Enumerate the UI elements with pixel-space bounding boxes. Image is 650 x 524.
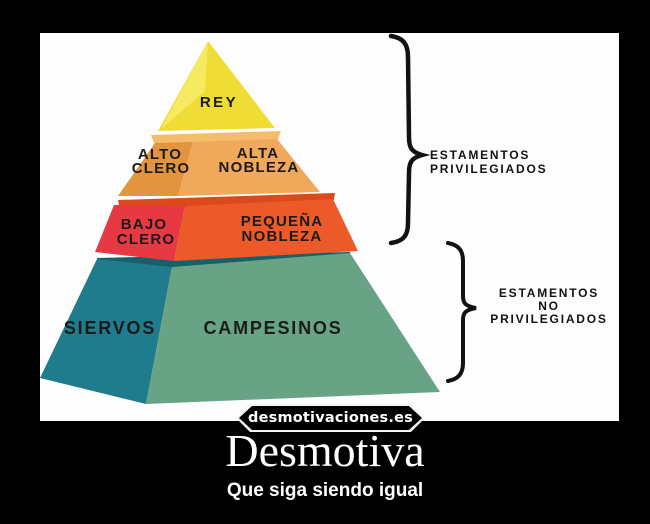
tier4-front-face: [146, 253, 440, 404]
watermark-ribbon: desmotivaciones.es: [239, 406, 422, 430]
tier2-side-label-line2: CLERO: [132, 160, 191, 177]
estates-pyramid-diagram: REY ALTO CLERO ALTA NOBLEZA BAJO CLERO P…: [40, 33, 607, 404]
tier2-side-label-line1: ALTO: [138, 146, 182, 163]
tier4-side-face: [40, 259, 172, 404]
apex-highlight: [161, 41, 208, 129]
tier3-front-label-line2: NOBLEZA: [242, 228, 323, 245]
tier3-front-face: [174, 199, 358, 261]
tier2-front-face: [178, 139, 320, 196]
brace-privileged-label-line2: PRIVILEGIADOS: [430, 162, 547, 176]
brace-non-privileged-label-line2: NO: [538, 299, 560, 313]
tier3-side-face: [95, 205, 185, 261]
tier3-side-label-line2: CLERO: [117, 231, 176, 248]
tier3-front-label-line1: PEQUEÑA: [241, 212, 324, 230]
tier4-side-label: SIERVOS: [64, 318, 156, 338]
tier4-front-label: CAMPESINOS: [203, 318, 342, 338]
tier2-front-label-line2: NOBLEZA: [219, 159, 300, 176]
tier2-side-face: [118, 142, 193, 196]
brace-non-privileged: [446, 241, 477, 383]
brace-non-privileged-label-line1: ESTAMENTOS: [499, 286, 599, 300]
brace-privileged: [388, 33, 431, 246]
tier2-front-label-line1: ALTA: [237, 145, 280, 162]
apex-triangle: [158, 41, 275, 131]
tier3-side-label-line1: BAJO: [121, 216, 167, 233]
image-frame: REY ALTO CLERO ALTA NOBLEZA BAJO CLERO P…: [37, 30, 622, 424]
watermark-text: desmotivaciones.es: [248, 410, 413, 426]
poster-subtitle: Que siga siendo igual: [226, 480, 424, 501]
brace-privileged-label-line1: ESTAMENTOS: [430, 148, 530, 162]
apex-label: REY: [200, 94, 238, 111]
poster-title: Desmotiva: [225, 425, 425, 476]
brace-non-privileged-label-line3: PRIVILEGIADOS: [490, 312, 607, 326]
